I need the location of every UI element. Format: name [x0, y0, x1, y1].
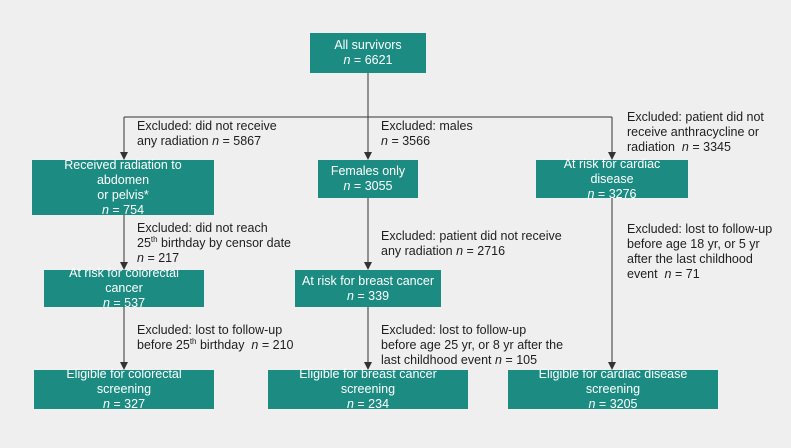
- box-colorectal-eligible: Eligible for colorectal screening n = 32…: [34, 367, 214, 411]
- note-excluded-no-anthracycline: Excluded: patient did not receive anthra…: [627, 110, 764, 154]
- box-colorectal-risk: At risk for colorectal cancer n = 537: [44, 266, 204, 310]
- box-received-radiation: Received radiation to abdomen or pelvis*…: [32, 158, 214, 217]
- box-breast-eligible: Eligible for breast cancer screening n =…: [268, 367, 468, 411]
- note-excluded-no-radiation: Excluded: did not receive any radiation …: [137, 119, 277, 148]
- box-all-survivors: All survivors n = 6621: [310, 33, 426, 73]
- note-excluded-lost-breast: Excluded: lost to follow-up before age 2…: [381, 323, 564, 367]
- note-excluded-not-25: Excluded: did not reach 25th birthday by…: [137, 221, 291, 265]
- box-label: All survivors: [334, 38, 402, 52]
- note-excluded-males: Excluded: males n = 3566: [381, 119, 473, 148]
- box-cardiac-risk: At risk for cardiac disease n = 3276: [536, 157, 688, 201]
- box-breast-risk: At risk for breast cancer n = 339: [295, 270, 441, 307]
- box-females-only: Females only n = 3055: [318, 160, 418, 198]
- note-excluded-lost-colorectal: Excluded: lost to follow-up before 25th …: [137, 323, 294, 352]
- note-excluded-no-radiation-breast: Excluded: patient did not receive any ra…: [381, 229, 562, 258]
- box-cardiac-eligible: Eligible for cardiac disease screening n…: [508, 367, 718, 411]
- note-excluded-lost-cardiac: Excluded: lost to follow-up before age 1…: [627, 222, 773, 281]
